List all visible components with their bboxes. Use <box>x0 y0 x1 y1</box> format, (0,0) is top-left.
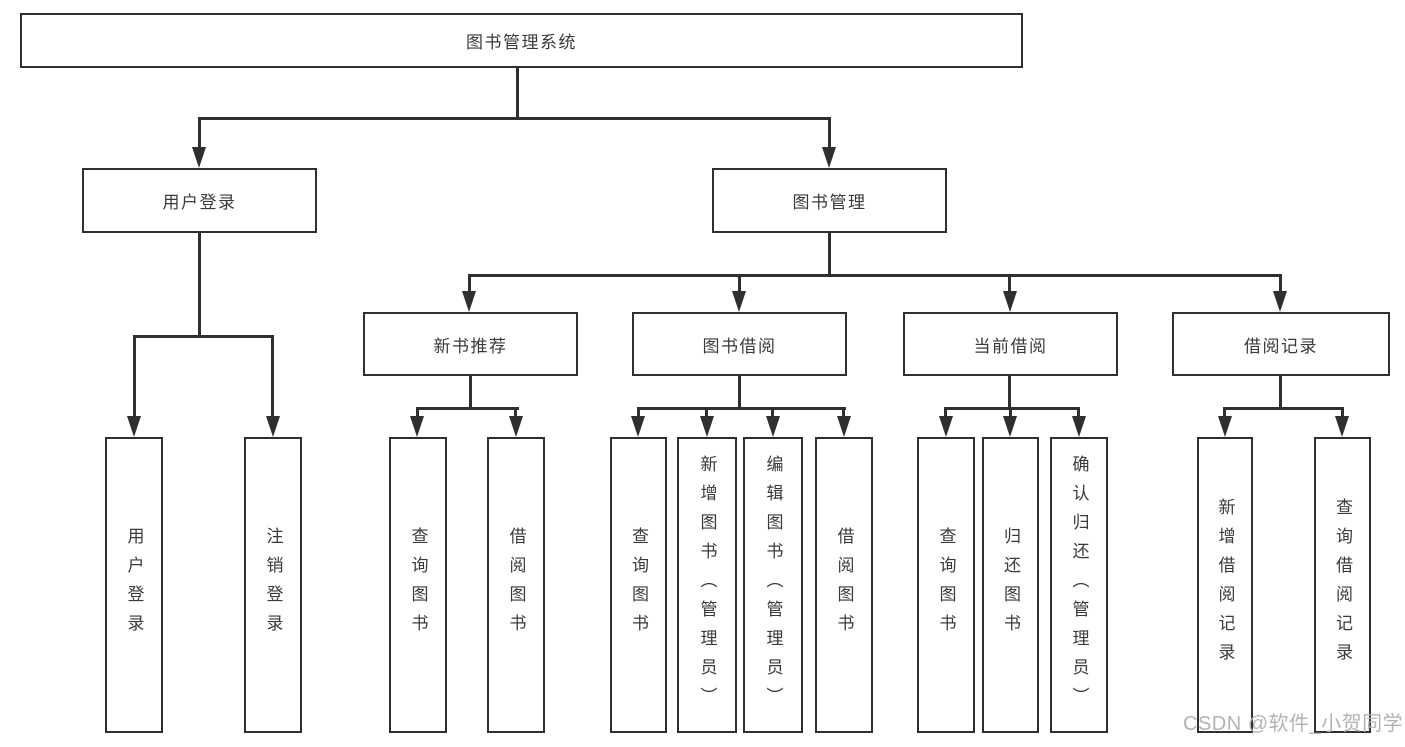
arrow-down-leaf <box>509 416 523 437</box>
connector-leaf-stem <box>271 335 274 416</box>
leaf-label: 确认归还（管理员） <box>1069 454 1089 716</box>
connector-leaf-stem <box>944 407 947 417</box>
connector-root-stem <box>516 67 519 119</box>
connector-leaf-stem <box>771 407 774 417</box>
leaf-label: 借阅图书 <box>834 527 854 643</box>
node-book-borrow: 图书借阅 <box>632 312 847 376</box>
connector-current-borrow-down <box>1008 375 1011 409</box>
connector-leaf-stem <box>1341 407 1344 417</box>
arrow-down-leaf <box>939 416 953 437</box>
leaf-label: 查询图书 <box>629 527 648 643</box>
arrow-down-new-books <box>462 291 476 312</box>
node-leaf-edit-book-admin: 编辑图书（管理员） <box>743 437 803 733</box>
node-leaf-return-book: 归还图书 <box>982 437 1039 733</box>
arrow-down-leaf <box>127 416 141 437</box>
arrow-down-leaf <box>631 416 645 437</box>
leaf-label: 归还图书 <box>1001 527 1020 643</box>
node-leaf-borrow-book-a: 借阅图书 <box>487 437 545 733</box>
leaf-label: 查询图书 <box>936 527 956 643</box>
connector-borrow-records-down <box>1279 375 1282 409</box>
connector-current-borrow-branch <box>944 407 1080 410</box>
arrow-down-book-mgmt <box>822 147 836 168</box>
arrow-down-leaf <box>1072 416 1086 437</box>
node-user-login: 用户登录 <box>82 168 317 233</box>
connector-level2-branch <box>468 274 1282 277</box>
connector-leaf-stem <box>1223 407 1226 417</box>
node-root: 图书管理系统 <box>20 13 1023 68</box>
arrow-down-leaf <box>1335 416 1349 437</box>
node-new-books-label: 新书推荐 <box>433 336 508 356</box>
connector-new-books-branch <box>416 407 519 410</box>
connector-new-books-down <box>469 375 472 409</box>
connector-leaf-stem <box>637 407 640 417</box>
leaf-label: 编辑图书（管理员） <box>763 454 783 716</box>
connector-book-borrow-branch <box>637 407 846 410</box>
node-leaf-query-borrow-record: 查询借阅记录 <box>1314 437 1371 733</box>
connector-user-login-branch <box>133 335 274 338</box>
node-leaf-logout: 注销登录 <box>244 437 302 733</box>
node-current-borrow: 当前借阅 <box>903 312 1118 376</box>
connector-book-mgmt-down <box>828 233 831 276</box>
connector-new-books-stem <box>468 274 471 292</box>
node-user-login-label: 用户登录 <box>162 193 237 212</box>
arrow-down-leaf <box>266 416 280 437</box>
leaf-label: 新增图书（管理员） <box>697 454 717 716</box>
connector-level1-branch <box>198 117 831 120</box>
arrow-down-leaf <box>410 416 424 437</box>
connector-leaf-stem <box>1009 407 1012 417</box>
arrow-down-leaf <box>1218 416 1232 437</box>
connector-book-borrow-down <box>738 375 741 409</box>
node-borrow-records-label: 借阅记录 <box>1244 336 1318 356</box>
node-leaf-query-book-a: 查询图书 <box>389 437 447 733</box>
arrow-down-current-borrow <box>1003 291 1017 312</box>
watermark-text: CSDN @软件_小贺同学 <box>1183 713 1404 735</box>
node-leaf-query-book-c: 查询图书 <box>917 437 975 733</box>
connector-leaf-stem <box>1077 407 1080 417</box>
node-borrow-records: 借阅记录 <box>1172 312 1390 376</box>
node-leaf-confirm-return-admin: 确认归还（管理员） <box>1050 437 1108 733</box>
node-leaf-add-borrow-record: 新增借阅记录 <box>1197 437 1253 733</box>
node-book-borrow-label: 图书借阅 <box>702 336 777 356</box>
node-book-mgmt-label: 图书管理 <box>792 193 867 212</box>
arrow-down-leaf <box>766 416 780 437</box>
arrow-down-user-login <box>192 147 206 168</box>
arrow-down-leaf <box>1003 416 1017 437</box>
connector-book-mgmt-stem <box>828 117 831 147</box>
node-new-books: 新书推荐 <box>363 312 578 376</box>
node-current-borrow-label: 当前借阅 <box>973 336 1048 356</box>
leaf-label: 查询图书 <box>408 527 428 643</box>
arrow-down-borrow-records <box>1273 291 1287 312</box>
node-root-label: 图书管理系统 <box>466 33 577 52</box>
connector-leaf-stem <box>416 407 419 417</box>
node-leaf-add-book-admin: 新增图书（管理员） <box>677 437 737 733</box>
node-book-mgmt: 图书管理 <box>712 168 947 233</box>
node-leaf-user-login: 用户登录 <box>105 437 163 733</box>
node-leaf-query-book-b: 查询图书 <box>610 437 667 733</box>
leaf-label: 查询借阅记录 <box>1333 498 1352 672</box>
connector-leaf-stem <box>705 407 708 417</box>
leaf-label: 借阅图书 <box>506 527 526 643</box>
connector-borrow-records-branch <box>1223 407 1344 410</box>
leaf-label: 新增借阅记录 <box>1215 498 1235 672</box>
connector-current-borrow-stem <box>1008 274 1011 292</box>
arrow-down-leaf <box>700 416 714 437</box>
leaf-label: 注销登录 <box>263 527 283 643</box>
connector-user-login-stem <box>198 117 201 147</box>
arrow-down-book-borrow <box>732 291 746 312</box>
connector-leaf-stem <box>133 335 136 416</box>
connector-leaf-stem <box>842 407 845 417</box>
leaf-label: 用户登录 <box>124 527 144 643</box>
node-leaf-borrow-book-b: 借阅图书 <box>815 437 873 733</box>
connector-borrow-records-stem <box>1279 274 1282 292</box>
connector-user-login-down <box>198 233 201 337</box>
arrow-down-leaf <box>837 416 851 437</box>
connector-book-borrow-stem <box>738 274 741 292</box>
connector-leaf-stem <box>514 407 517 417</box>
